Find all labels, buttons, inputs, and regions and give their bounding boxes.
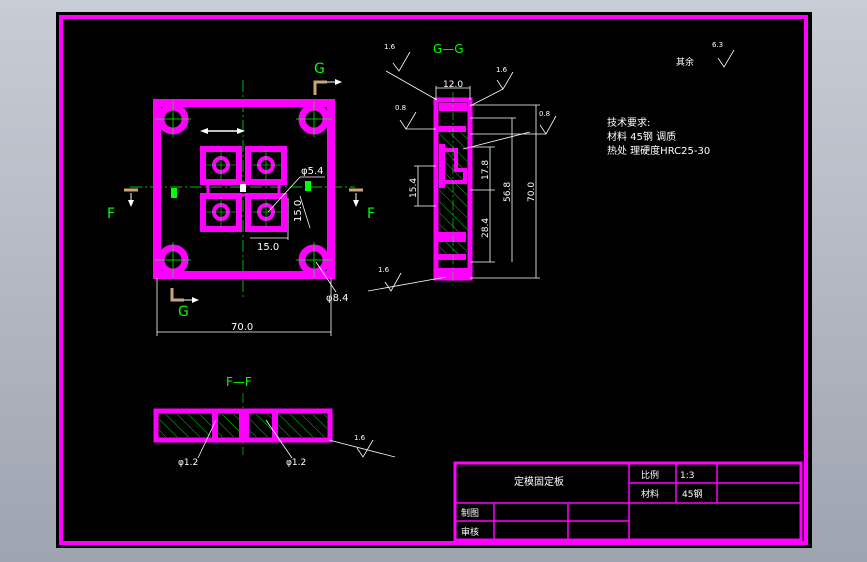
corner-holes — [155, 101, 332, 278]
title-block: 定模固定板 比例 1:3 材料 45钢 制图 审核 — [453, 461, 803, 542]
dim-width: 70.0 — [231, 322, 253, 333]
top-view: G G F F φ5.4 15.0 15.0 φ8.4 70.0 — [107, 61, 375, 336]
gg-dim-56-8: 56.8 — [503, 182, 513, 202]
title-scale-value: 1:3 — [680, 471, 694, 481]
ff-rough: 1.6 — [354, 434, 366, 442]
gg-rough-3: 0.8 — [395, 104, 406, 112]
gg-dim-70-0: 70.0 — [527, 182, 537, 202]
dim-hole-small: φ5.4 — [301, 166, 324, 177]
general-roughness: 其余 6.3 — [676, 41, 735, 68]
gg-rough-1: 1.6 — [384, 43, 396, 51]
gg-dim-top-width: 12.0 — [443, 80, 463, 90]
section-label-f-right: F — [367, 206, 375, 222]
title-material-label: 材料 — [641, 488, 659, 500]
gg-dim-17-8: 17.8 — [481, 160, 491, 180]
title-scale-label: 比例 — [641, 469, 659, 481]
section-label-f-left: F — [107, 206, 115, 222]
title-checked-label: 审核 — [461, 526, 479, 538]
title-material-value: 45钢 — [682, 488, 702, 500]
drawing-border — [59, 15, 808, 545]
ff-dim-left: φ1.2 — [178, 458, 198, 468]
section-cut-marks — [124, 80, 363, 302]
tech-notes: 技术要求: 材料 45钢 调质 热处 理硬度HRC25-30 — [607, 116, 710, 157]
section-label-g-bottom: G — [178, 304, 189, 320]
general-roughness-value: 6.3 — [712, 41, 723, 49]
gg-rough-4: 0.8 — [539, 110, 550, 118]
section-gg-title: G—G — [433, 42, 464, 56]
section-label-g-top: G — [314, 61, 325, 77]
gg-rough-5: 1.6 — [378, 266, 390, 274]
dim-inner-w: 15.0 — [257, 242, 279, 253]
tech-notes-line2: 热处 理硬度HRC25-30 — [607, 144, 710, 157]
section-ff: F—F φ1.2 φ1.2 1.6 — [153, 375, 396, 468]
plate-outline — [153, 99, 335, 279]
gg-rough-2: 1.6 — [496, 66, 508, 74]
ff-dim-right: φ1.2 — [286, 458, 306, 468]
section-ff-title: F—F — [226, 375, 252, 389]
general-roughness-label: 其余 — [676, 56, 694, 68]
tech-notes-line1: 材料 45钢 调质 — [607, 130, 676, 143]
title-part-name: 定模固定板 — [514, 475, 564, 488]
section-gg: G—G — [367, 42, 557, 292]
gg-dim-15-4: 15.4 — [409, 178, 419, 198]
dim-hole-large: φ8.4 — [326, 293, 349, 304]
gg-dim-28-4: 28.4 — [481, 218, 491, 238]
title-drawn-label: 制图 — [461, 507, 479, 519]
tech-notes-title: 技术要求: — [607, 116, 650, 129]
dim-inner-h: 15.0 — [293, 200, 304, 222]
